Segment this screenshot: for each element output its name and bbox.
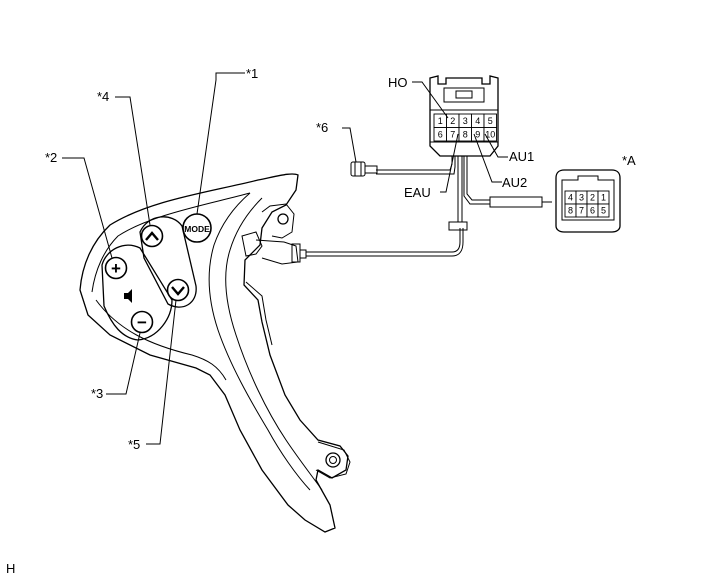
main-connector-pin-number: 10	[485, 129, 495, 139]
connector-a-pin-number: 1	[601, 193, 606, 203]
main-connector-pin-number: 5	[488, 116, 493, 126]
mode-label: MODE	[184, 224, 210, 234]
volume-up-label: +	[111, 259, 121, 278]
lower-mount-hole-inner	[329, 456, 337, 464]
callout-5: *5	[128, 437, 140, 452]
seek-up-button[interactable]	[140, 224, 164, 248]
main-connector-pin-number: 7	[450, 129, 455, 139]
connector-a-pin-number: 8	[568, 206, 573, 216]
connector-a-pin-number: 6	[590, 206, 595, 216]
callout-3: *3	[91, 386, 103, 401]
volume-rocker-housing	[101, 244, 173, 341]
connector-a-pin-number: 7	[579, 206, 584, 216]
main-connector-pin-number: 6	[438, 129, 443, 139]
connector-a-pin-cell	[597, 203, 610, 218]
upper-mount-hole	[277, 213, 289, 225]
callout-a: *A	[622, 153, 636, 168]
main-connector-pin-number: 3	[463, 116, 468, 126]
volume-down-label: −	[137, 313, 147, 332]
callout-6: *6	[316, 120, 328, 135]
callout-2: *2	[45, 150, 57, 165]
terminal-au1-label: AU1	[509, 149, 534, 164]
connector-a-pin-number: 3	[579, 193, 584, 203]
main-connector-pin-number: 1	[438, 116, 443, 126]
connector-a-pin-number: 4	[568, 193, 573, 203]
chevron-up-icon	[145, 231, 159, 241]
volume-down-button[interactable]: −	[130, 310, 154, 334]
connector-a	[555, 169, 621, 233]
lower-mount-hole	[325, 452, 341, 468]
callout-1: *1	[246, 66, 258, 81]
volume-up-button[interactable]: +	[104, 256, 128, 280]
main-connector-pin-number: 8	[463, 129, 468, 139]
main-connector-pin-number: 4	[475, 116, 480, 126]
switch-harness	[241, 221, 468, 265]
footer-code: H	[6, 561, 15, 576]
main-connector-pin-number: 2	[450, 116, 455, 126]
steering-pad-switch-body	[79, 173, 351, 533]
terminal-eau-label: EAU	[404, 185, 431, 200]
leader-lines	[62, 72, 508, 445]
mode-button[interactable]: MODE	[182, 213, 212, 243]
terminal-au2-label: AU2	[502, 175, 527, 190]
ground-plug	[350, 161, 378, 177]
terminal-ho-label: HO	[388, 75, 408, 90]
main-connector	[429, 75, 499, 157]
seek-down-button[interactable]	[166, 278, 190, 302]
chevron-down-icon	[171, 286, 185, 296]
main-connector-pin-number: 9	[475, 129, 480, 139]
connector-a-pin-number: 5	[601, 206, 606, 216]
callout-4: *4	[97, 89, 109, 104]
seek-rocker-housing	[139, 216, 197, 308]
connector-a-pin-number: 2	[590, 193, 595, 203]
speaker-icon	[124, 289, 132, 303]
